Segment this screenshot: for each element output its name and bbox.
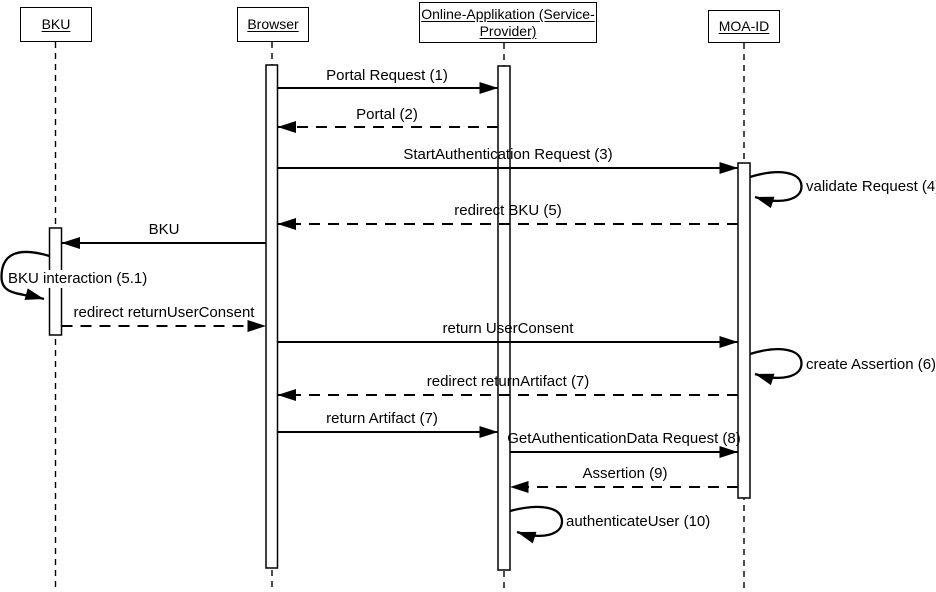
moa-id-activation — [737, 162, 751, 499]
message-label-redirect-return-artifact: redirect returnArtifact (7) — [426, 373, 590, 390]
message-label-bku: BKU — [148, 221, 180, 238]
participant-label-moa-id: MOA-ID — [718, 18, 770, 34]
message-label-authenticate-user: authenticateUser (10) — [566, 513, 711, 530]
message-label-get-authentication-data-request: GetAuthenticationData Request (8) — [507, 430, 741, 447]
arrow-authenticate-user-self-loop — [509, 505, 564, 544]
participant-label-bku: BKU — [41, 16, 71, 32]
message-label-start-authentication-request: StartAuthentication Request (3) — [403, 146, 613, 163]
arrow-bku-interaction-self-loop — [0, 250, 50, 301]
message-label-validate-request: validate Request (4) — [806, 178, 936, 195]
participant-label-online-app: Online-Applikation (Service-Provider) — [421, 5, 595, 39]
participant-box-moa-id: MOA-ID — [708, 10, 780, 43]
message-label-assertion: Assertion (9) — [582, 465, 668, 482]
message-label-bku-interaction: BKU interaction (5.1) — [7, 270, 149, 288]
participant-box-bku: BKU — [20, 7, 92, 42]
browser-activation — [265, 64, 279, 569]
message-label-portal: Portal (2) — [356, 106, 418, 123]
message-label-redirect-bku: redirect BKU (5) — [454, 202, 562, 219]
participant-label-browser: Browser — [247, 16, 299, 32]
arrow-create-assertion-self-loop — [749, 348, 803, 386]
message-label-return-artifact: return Artifact (7) — [326, 410, 438, 427]
participant-box-online-app: Online-Applikation (Service-Provider) — [419, 2, 597, 43]
arrow-validate-request-self-loop — [749, 171, 803, 209]
message-label-portal-request: Portal Request (1) — [326, 67, 448, 84]
online-app-activation — [497, 65, 511, 571]
message-label-return-user-consent: return UserConsent — [442, 320, 574, 337]
participant-box-browser: Browser — [237, 7, 309, 42]
message-label-create-assertion: create Assertion (6) — [806, 356, 936, 373]
message-label-redirect-return-user-consent: redirect returnUserConsent — [73, 304, 255, 321]
